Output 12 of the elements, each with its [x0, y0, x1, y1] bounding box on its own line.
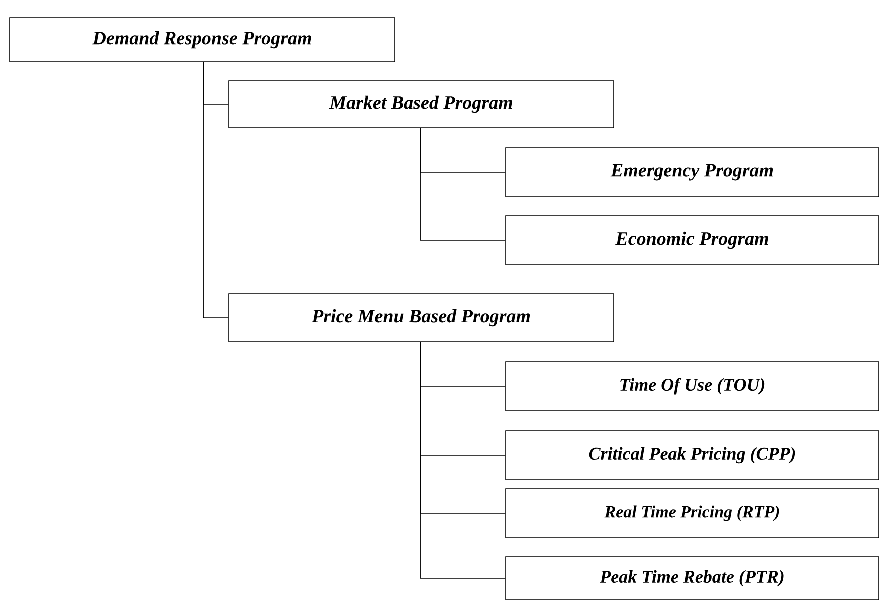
- connector-line: [203, 62, 229, 318]
- connector-line: [420, 128, 506, 241]
- category-box: Demand Response Program: [10, 18, 396, 62]
- connector-line: [420, 342, 506, 579]
- category-box: Critical Peak Pricing (CPP): [506, 430, 880, 480]
- category-box: Emergency Program: [506, 148, 880, 198]
- category-box: Economic Program: [506, 216, 880, 266]
- category-box: Time Of Use (TOU): [506, 362, 880, 412]
- category-box: Peak Time Rebate (PTR): [506, 556, 880, 600]
- category-box: Price Menu Based Program: [228, 294, 614, 342]
- category-box: Market Based Program: [228, 80, 614, 128]
- category-box: Real Time Pricing (RTP): [506, 488, 880, 538]
